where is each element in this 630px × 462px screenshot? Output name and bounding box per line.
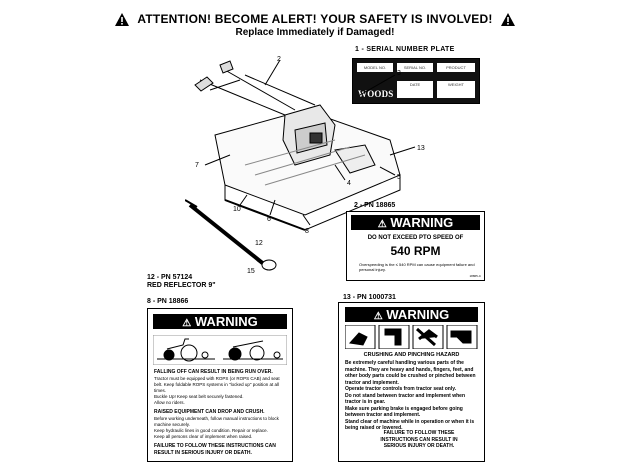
plate-cell-serial: SERIAL NO. — [397, 63, 433, 72]
decal-heading-text: WARNING — [386, 307, 450, 322]
rollover-pictogram — [153, 335, 287, 365]
crush-hazard-pictograms — [345, 325, 478, 349]
callout-label: 2 — [277, 56, 281, 63]
callout-label: 6 — [267, 216, 271, 223]
label12-subcaption: RED REFLECTOR 9" — [147, 282, 216, 289]
label8-caption: 8 - PN 18866 — [147, 298, 189, 305]
warning-triangle-icon — [500, 13, 515, 26]
decal-heading: ⚠ WARNING — [345, 307, 478, 322]
plate-cell-model: MODEL NO. — [357, 63, 393, 72]
decal-heading: ⚠ WARNING — [351, 215, 480, 230]
hazard-list: Be extremely careful handling various pa… — [345, 360, 479, 432]
list-item: Operate tractor controls from tractor se… — [345, 386, 457, 392]
list-item: Stand clear of machine while in operatio… — [345, 418, 475, 432]
serial-number-plate: MODEL NO. SERIAL NO. PRODUCT DATE WEIGHT… — [352, 58, 480, 104]
callout-label: 10 — [233, 206, 241, 213]
header-title-text: ATTENTION! BECOME ALERT! YOUR SAFETY IS … — [137, 12, 493, 26]
list-item: Buckle Up! Keep seat belt securely faste… — [154, 394, 244, 399]
list-item: Before working underneath, follow manual… — [154, 416, 279, 427]
callout-label: 7 — [195, 162, 199, 169]
callout-label: 5 — [397, 174, 401, 181]
section-title: RAISED EQUIPMENT CAN DROP AND CRUSH. — [154, 409, 265, 415]
failure-warning: FAILURE TO FOLLOW THESE INSTRUCTIONS CAN… — [154, 443, 276, 456]
decal-heading-text: WARNING — [390, 215, 454, 230]
plate-logo: WOODS — [358, 89, 394, 99]
list-item: Keep all persons clear of implement when… — [154, 434, 253, 439]
decal-heading-text: WARNING — [194, 314, 258, 329]
callout-label: 15 — [247, 268, 255, 275]
callout-label: 4 — [347, 180, 351, 187]
section-title: FALLING OFF CAN RESULT IN BEING RUN OVER… — [154, 369, 273, 375]
warning-decal-crushing: ⚠ WARNING CRUSHING AND PINCHING HAZARD B… — [338, 302, 485, 462]
page-title: ATTENTION! BECOME ALERT! YOUR SAFETY IS … — [0, 12, 630, 26]
pto-warning-line: DO NOT EXCEED PTO SPEED OF — [367, 235, 464, 241]
callout-label: 12 — [255, 240, 263, 247]
callout-label: 13 — [417, 145, 425, 152]
plate-cell-date: DATE — [397, 81, 433, 98]
hazard-title: CRUSHING AND PINCHING HAZARD — [363, 352, 460, 358]
label12-caption: 12 - PN 57124 — [147, 274, 193, 281]
list-item: Tractor must be equipped with ROPS (or R… — [154, 376, 280, 393]
list-item: Do not stand between tractor and impleme… — [345, 392, 466, 406]
pto-fine-print: Overspeeding is the ≤ 540 RPM can cause … — [359, 262, 475, 272]
list-item: Allow no riders. — [154, 400, 185, 405]
callout-label: 8 — [305, 228, 309, 235]
callout-label: 3 — [397, 70, 401, 77]
mower-diagram: 2 3 13 5 4 10 6 7 8 12 15 — [185, 56, 425, 275]
warning-triangle-icon — [115, 13, 130, 26]
list-item: Be extremely careful handling various pa… — [345, 360, 476, 386]
decal-code: 18865-C — [469, 274, 481, 278]
warning-decal-rollover: ⚠ WARNING FALLING OFF CAN RESULT IN BEIN… — [147, 308, 293, 462]
list-item: Keep hydraulic lines in good condition. … — [154, 428, 268, 433]
label13-caption: 13 - PN 1000731 — [343, 294, 396, 301]
pto-rpm-value: 540 RPM — [390, 244, 441, 258]
page-subtitle: Replace Immediately if Damaged! — [235, 27, 395, 38]
decal-heading: ⚠ WARNING — [153, 314, 287, 329]
failure-warning: FAILURE TO FOLLOW THESE INSTRUCTIONS CAN… — [380, 430, 458, 449]
warning-decal-pto-speed: ⚠ WARNING DO NOT EXCEED PTO SPEED OF 540… — [346, 211, 485, 281]
label2-caption: 2 - PN 18865 — [354, 202, 396, 209]
plate-cell-weight: WEIGHT — [437, 81, 475, 98]
serial-plate-caption: 1 - SERIAL NUMBER PLATE — [355, 46, 455, 53]
list-item: Make sure parking brake is engaged befor… — [345, 405, 463, 419]
plate-cell-product: PRODUCT — [437, 63, 475, 72]
